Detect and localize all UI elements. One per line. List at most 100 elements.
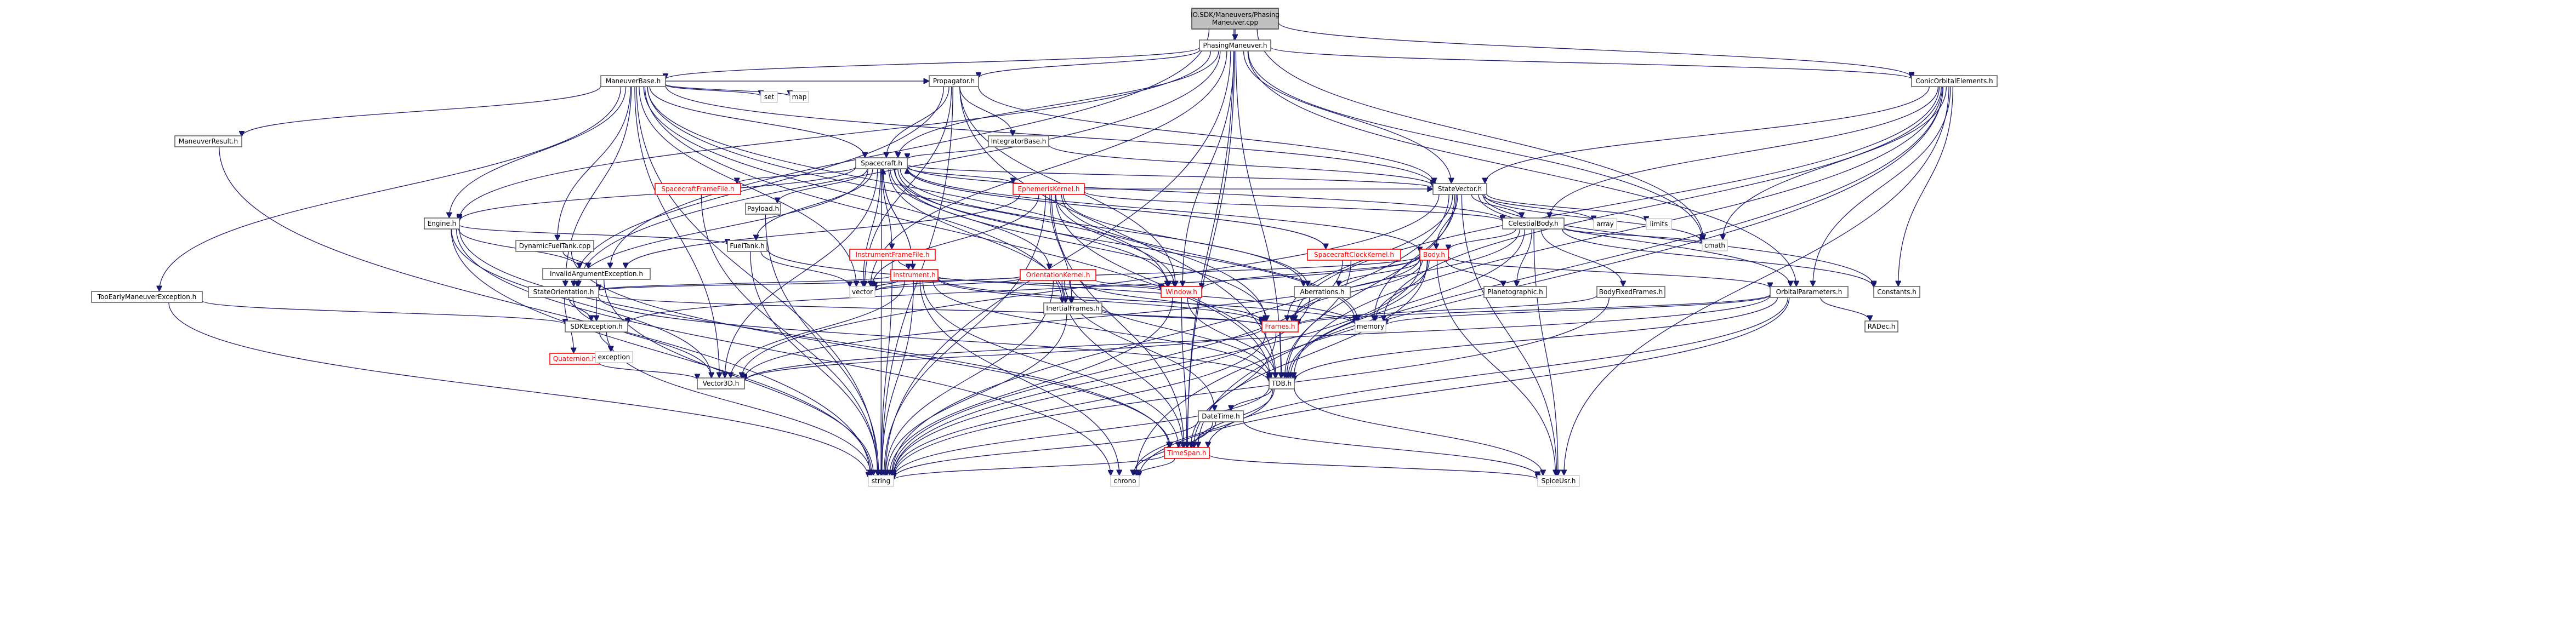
node-box-vector bbox=[849, 286, 875, 298]
edge-datetime-to-timespan bbox=[1192, 421, 1216, 448]
node-label-memory: memory bbox=[1357, 323, 1384, 330]
node-tooearly[interactable]: TooEarlyManeuverException.h bbox=[91, 291, 203, 303]
edge-ephemeriskernel-to-invalidarg bbox=[625, 194, 1020, 268]
edge-body-to-tdb bbox=[1288, 260, 1428, 378]
edge-conic-to-cmath bbox=[1723, 86, 1947, 240]
edge-instrument-to-memory bbox=[937, 277, 1355, 325]
node-box-cmath bbox=[1702, 239, 1728, 251]
node-sdkexc[interactable]: SDKException.h bbox=[565, 320, 628, 333]
edge-maneuverbase-to-maneuverresult bbox=[242, 85, 601, 137]
edge-celestial-to-spiceusr bbox=[1533, 228, 1558, 475]
edge-spacecraft-to-instframefile bbox=[882, 168, 892, 249]
edge-spacecraft-to-window bbox=[894, 168, 1168, 286]
node-label-propagator: Propagator.h bbox=[933, 77, 975, 85]
node-statevector[interactable]: StateVector.h bbox=[1432, 183, 1487, 195]
edge-tdb-to-spiceusr bbox=[1294, 388, 1543, 475]
node-inertial[interactable]: InertialFrames.h bbox=[1043, 302, 1102, 314]
node-label-root: Maneuver.cpp bbox=[1212, 19, 1258, 26]
node-tdb[interactable]: TDB.h bbox=[1269, 377, 1295, 389]
node-scframefile[interactable]: SpacecraftFrameFile.h bbox=[655, 183, 741, 195]
node-label-vector3d: Vector3D.h bbox=[703, 380, 740, 387]
node-integratorbase[interactable]: IntegratorBase.h bbox=[988, 135, 1049, 147]
node-datetime[interactable]: DateTime.h bbox=[1198, 410, 1244, 422]
node-celestial[interactable]: CelestialBody.h bbox=[1502, 217, 1565, 230]
node-box-ephemeriskernel bbox=[1013, 183, 1085, 195]
node-label-aberrations: Aberrations.h bbox=[1300, 288, 1345, 296]
node-fueltank[interactable]: FuelTank.h bbox=[727, 240, 767, 252]
node-spacecraft[interactable]: Spacecraft.h bbox=[855, 157, 908, 169]
node-label-scclock: SpacecraftClockKernel.h bbox=[1314, 251, 1394, 259]
edge-conic-to-memory bbox=[1384, 86, 1942, 321]
edge-propagator-to-statevector bbox=[978, 86, 1434, 184]
edge-conic-to-timespan bbox=[1198, 86, 1944, 448]
edge-instrument-to-window bbox=[937, 276, 1161, 291]
node-orbitalparams[interactable]: OrbitalParameters.h bbox=[1770, 286, 1849, 298]
edge-phasing-to-orbitalparams bbox=[1247, 50, 1796, 286]
edge-phasing-to-window bbox=[1182, 50, 1235, 286]
node-label-instrument: Instrument.h bbox=[893, 271, 935, 279]
node-box-string bbox=[868, 475, 894, 487]
node-label-spiceusr: SpiceUsr.h bbox=[1542, 477, 1576, 485]
edge-propagator-to-integratorbase bbox=[959, 86, 1013, 136]
node-label-map: map bbox=[792, 93, 807, 101]
node-label-planeto: Planetographic.h bbox=[1487, 288, 1543, 296]
node-window[interactable]: Window.h bbox=[1161, 286, 1202, 298]
node-ephemeriskernel[interactable]: EphemerisKernel.h bbox=[1013, 183, 1085, 195]
edge-quaternion-to-vector3d bbox=[599, 362, 697, 380]
edge-orientkernel-to-string bbox=[886, 280, 1054, 475]
edge-orbitalparams-to-chrono bbox=[1139, 297, 1790, 477]
node-orientkernel[interactable]: OrientationKernel.h bbox=[1020, 269, 1096, 281]
node-engine[interactable]: Engine.h bbox=[424, 217, 460, 230]
node-box-spiceusr bbox=[1537, 475, 1580, 487]
node-frames[interactable]: Frames.h bbox=[1261, 320, 1299, 333]
node-label-statevector: StateVector.h bbox=[1438, 185, 1482, 193]
node-label-integratorbase: IntegratorBase.h bbox=[991, 137, 1047, 145]
node-radec[interactable]: RADec.h bbox=[1864, 320, 1898, 333]
node-timespan[interactable]: TimeSpan.h bbox=[1164, 447, 1210, 459]
edge-timespan-to-string bbox=[894, 455, 1165, 480]
edge-propagator-to-tdb bbox=[959, 86, 1276, 378]
node-limits: limits bbox=[1646, 218, 1672, 230]
node-bodyfixed[interactable]: BodyFixedFrames.h bbox=[1596, 286, 1665, 298]
edge-engine-to-string bbox=[451, 228, 872, 475]
node-label-stateorient: StateOrientation.h bbox=[533, 288, 594, 296]
node-box-fueltank bbox=[727, 240, 767, 252]
node-instrument[interactable]: Instrument.h bbox=[890, 269, 939, 281]
edge-root-to-timespan bbox=[1187, 28, 1235, 448]
edge-aberrations-to-string bbox=[894, 297, 1310, 475]
node-instframefile[interactable]: InstrumentFrameFile.h bbox=[849, 249, 936, 261]
edge-integratorbase-to-statevector bbox=[1048, 144, 1433, 186]
edge-sdkexc-to-exception bbox=[599, 331, 611, 352]
node-vector3d[interactable]: Vector3D.h bbox=[697, 377, 745, 389]
node-constants[interactable]: Constants.h bbox=[1873, 286, 1920, 298]
edge-timespan-to-chrono bbox=[1137, 458, 1175, 476]
node-maneuverresult[interactable]: ManeuverResult.h bbox=[174, 135, 242, 147]
node-box-vector3d bbox=[697, 377, 745, 389]
node-planeto[interactable]: Planetographic.h bbox=[1483, 286, 1547, 298]
node-phasing[interactable]: PhasingManeuver.h bbox=[1199, 39, 1271, 51]
node-propagator[interactable]: Propagator.h bbox=[929, 75, 979, 87]
node-maneuverbase[interactable]: ManeuverBase.h bbox=[600, 75, 666, 87]
edge-orientkernel-to-stateorient bbox=[599, 276, 1021, 291]
edge-bodyfixed-to-frames bbox=[1298, 295, 1597, 325]
node-box-stateorient bbox=[528, 286, 599, 298]
node-root[interactable]: IO.SDK/Maneuvers/PhasingManeuver.cpp bbox=[1191, 8, 1280, 30]
node-quaternion[interactable]: Quaternion.h bbox=[549, 353, 600, 365]
node-scclock[interactable]: SpacecraftClockKernel.h bbox=[1307, 249, 1401, 261]
node-dynfueltank[interactable]: DynamicFuelTank.cpp bbox=[515, 240, 594, 252]
edge-maneuverbase-to-tooearly bbox=[160, 86, 622, 291]
node-conic[interactable]: ConicOrbitalElements.h bbox=[1911, 75, 1998, 87]
node-payload[interactable]: Payload.h bbox=[745, 203, 781, 215]
node-stateorient[interactable]: StateOrientation.h bbox=[528, 286, 599, 298]
edge-celestial-to-constants bbox=[1562, 228, 1874, 288]
edge-stateorient-to-sdkexc bbox=[568, 297, 592, 322]
node-box-celestial bbox=[1502, 217, 1565, 230]
edge-orbitalparams-to-radec bbox=[1820, 297, 1870, 322]
node-box-constants bbox=[1873, 286, 1920, 298]
node-invalidarg[interactable]: InvalidArgumentException.h bbox=[542, 268, 651, 280]
node-body[interactable]: Body.h bbox=[1419, 249, 1449, 261]
edge-instrument-to-tdb bbox=[932, 280, 1269, 380]
node-aberrations[interactable]: Aberrations.h bbox=[1294, 286, 1351, 298]
node-label-instframefile: InstrumentFrameFile.h bbox=[856, 251, 930, 259]
